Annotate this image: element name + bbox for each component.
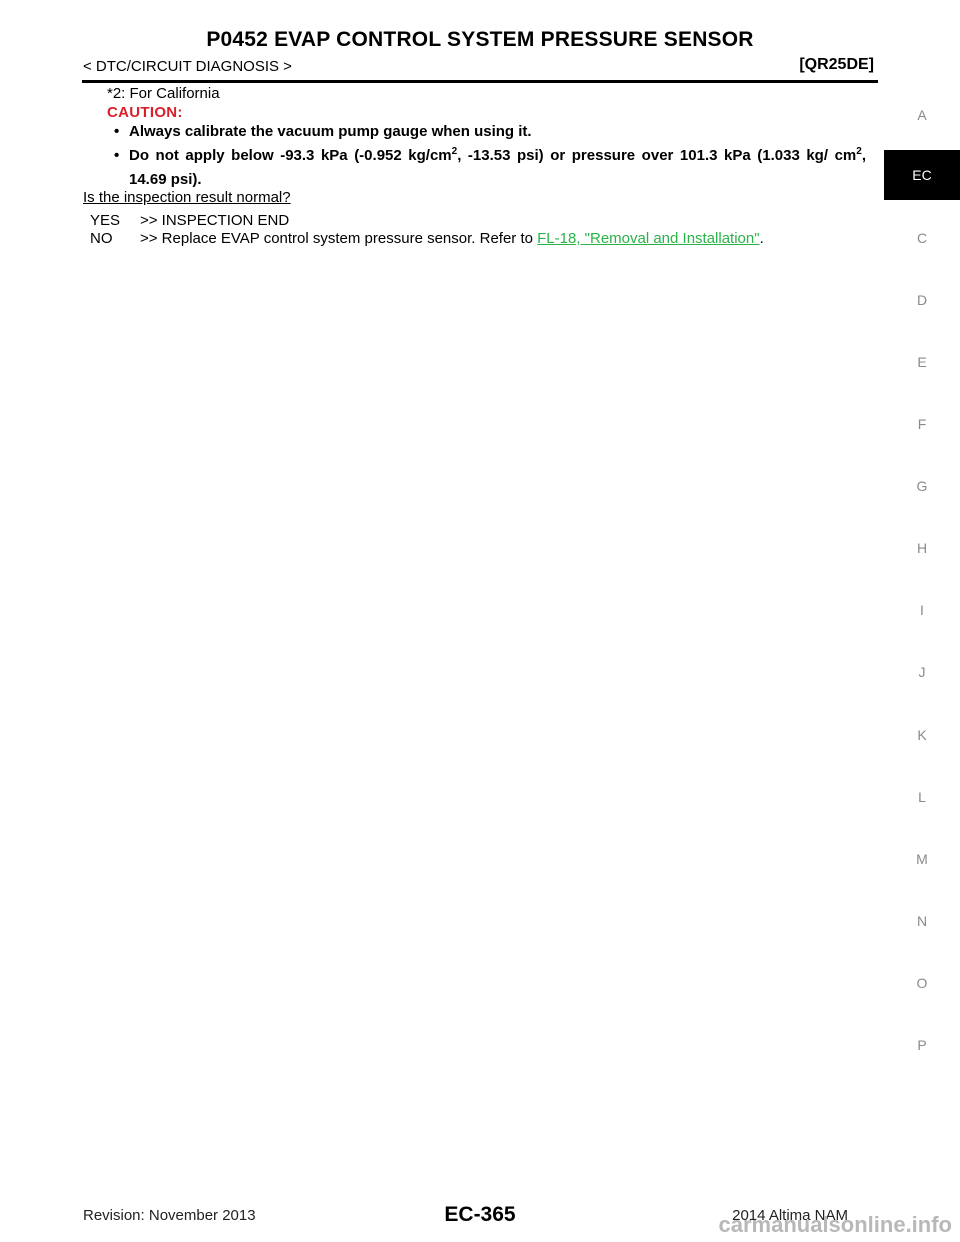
section-tab-m[interactable]: M [916, 851, 928, 867]
section-tab-a[interactable]: A [917, 107, 927, 123]
caution-label: CAUTION: [107, 104, 183, 121]
section-tab-j[interactable]: J [918, 664, 926, 680]
engine-code: [QR25DE] [799, 56, 874, 73]
bullet-glyph: • [114, 123, 120, 140]
section-tab-g[interactable]: G [916, 478, 928, 494]
section-tab-ec[interactable]: EC [884, 150, 960, 200]
bullet-text: Always calibrate the vacuum pump gauge w… [129, 123, 532, 140]
caution-bullet-2: • Do not apply below -93.3 kPa (-0.952 k… [114, 144, 866, 192]
answer-yes: YES >> INSPECTION END [90, 212, 289, 229]
section-tab-c[interactable]: C [916, 230, 928, 246]
header-divider [82, 80, 878, 83]
watermark: carmanualsonline.info [718, 1212, 953, 1237]
bullet-text: Do not apply below -93.3 kPa (-0.952 kg/… [129, 146, 866, 189]
section-tabs: A EC C D E F G H I J K L M N O P [884, 0, 960, 1242]
answer-text: >> Replace EVAP control system pressure … [140, 230, 538, 247]
section-tab-f[interactable]: F [917, 416, 927, 432]
answer-key: NO [90, 230, 113, 247]
inspection-question: Is the inspection result normal? [83, 189, 291, 206]
caution-bullet-1: • Always calibrate the vacuum pump gauge… [114, 120, 866, 144]
section-tab-e[interactable]: E [917, 354, 927, 370]
california-note: *2: For California [107, 85, 220, 102]
section-tab-k[interactable]: K [917, 727, 927, 743]
page-number: EC-365 [444, 1203, 516, 1226]
section-tab-i[interactable]: I [920, 602, 924, 618]
removal-installation-link[interactable]: FL-18, "Removal and Installation" [537, 230, 760, 247]
answer-no: NO >> Replace EVAP control system pressur… [90, 230, 764, 247]
revision-date: Revision: November 2013 [83, 1207, 256, 1224]
bullet-glyph: • [114, 147, 120, 164]
section-tab-d[interactable]: D [916, 292, 928, 308]
section-tab-o[interactable]: O [916, 975, 928, 991]
model-year: 2014 Altima NAM [732, 1207, 848, 1224]
section-tab-p[interactable]: P [917, 1037, 927, 1053]
section-tab-n[interactable]: N [916, 913, 928, 929]
answer-key: YES [90, 212, 121, 229]
section-tab-l[interactable]: L [918, 789, 926, 805]
breadcrumb: < DTC/CIRCUIT DIAGNOSIS > [83, 58, 292, 75]
section-tab-h[interactable]: H [916, 540, 928, 556]
answer-text: >> INSPECTION END [140, 212, 290, 229]
page-title: P0452 EVAP CONTROL SYSTEM PRESSURE SENSO… [206, 28, 754, 51]
